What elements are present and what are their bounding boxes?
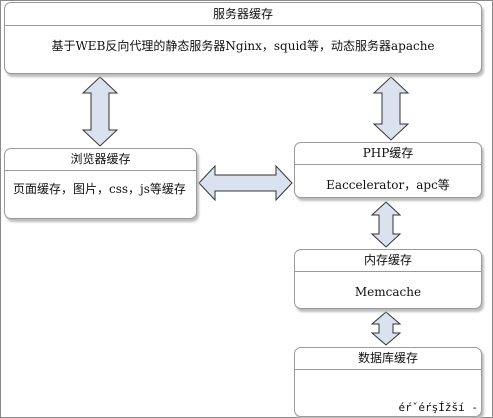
arrow-server-browser — [81, 76, 119, 147]
memory-cache-box: 内存缓存 Memcache — [294, 249, 482, 309]
memory-cache-title: 内存缓存 — [295, 250, 481, 272]
server-cache-box: 服务器缓存 基于WEB反向代理的静态服务器Nginx，squid等，动态服务器a… — [4, 2, 482, 74]
arrow-browser-php — [198, 164, 293, 202]
php-cache-text: Eaccelerator，apc等 — [326, 178, 450, 192]
browser-cache-text: 页面缓存，图片，css，js等缓存 — [13, 182, 186, 196]
php-cache-box: PHP缓存 Eaccelerator，apc等 — [294, 142, 482, 198]
footer-caption: éŕˇéŕşÍžší - — [396, 401, 480, 414]
arrow-php-memory — [370, 201, 402, 248]
memory-cache-text: Memcache — [354, 285, 422, 299]
server-cache-title: 服务器缓存 — [5, 3, 481, 26]
server-cache-text: 基于WEB反向代理的静态服务器Nginx，squid等，动态服务器apache — [51, 39, 435, 53]
arrow-memory-database — [370, 311, 402, 346]
browser-cache-title: 浏览器缓存 — [5, 149, 196, 171]
database-cache-title: 数据库缓存 — [295, 348, 481, 370]
browser-cache-box: 浏览器缓存 页面缓存，图片，css，js等缓存 — [4, 148, 197, 219]
arrow-server-php — [372, 76, 410, 141]
php-cache-title: PHP缓存 — [295, 143, 481, 165]
